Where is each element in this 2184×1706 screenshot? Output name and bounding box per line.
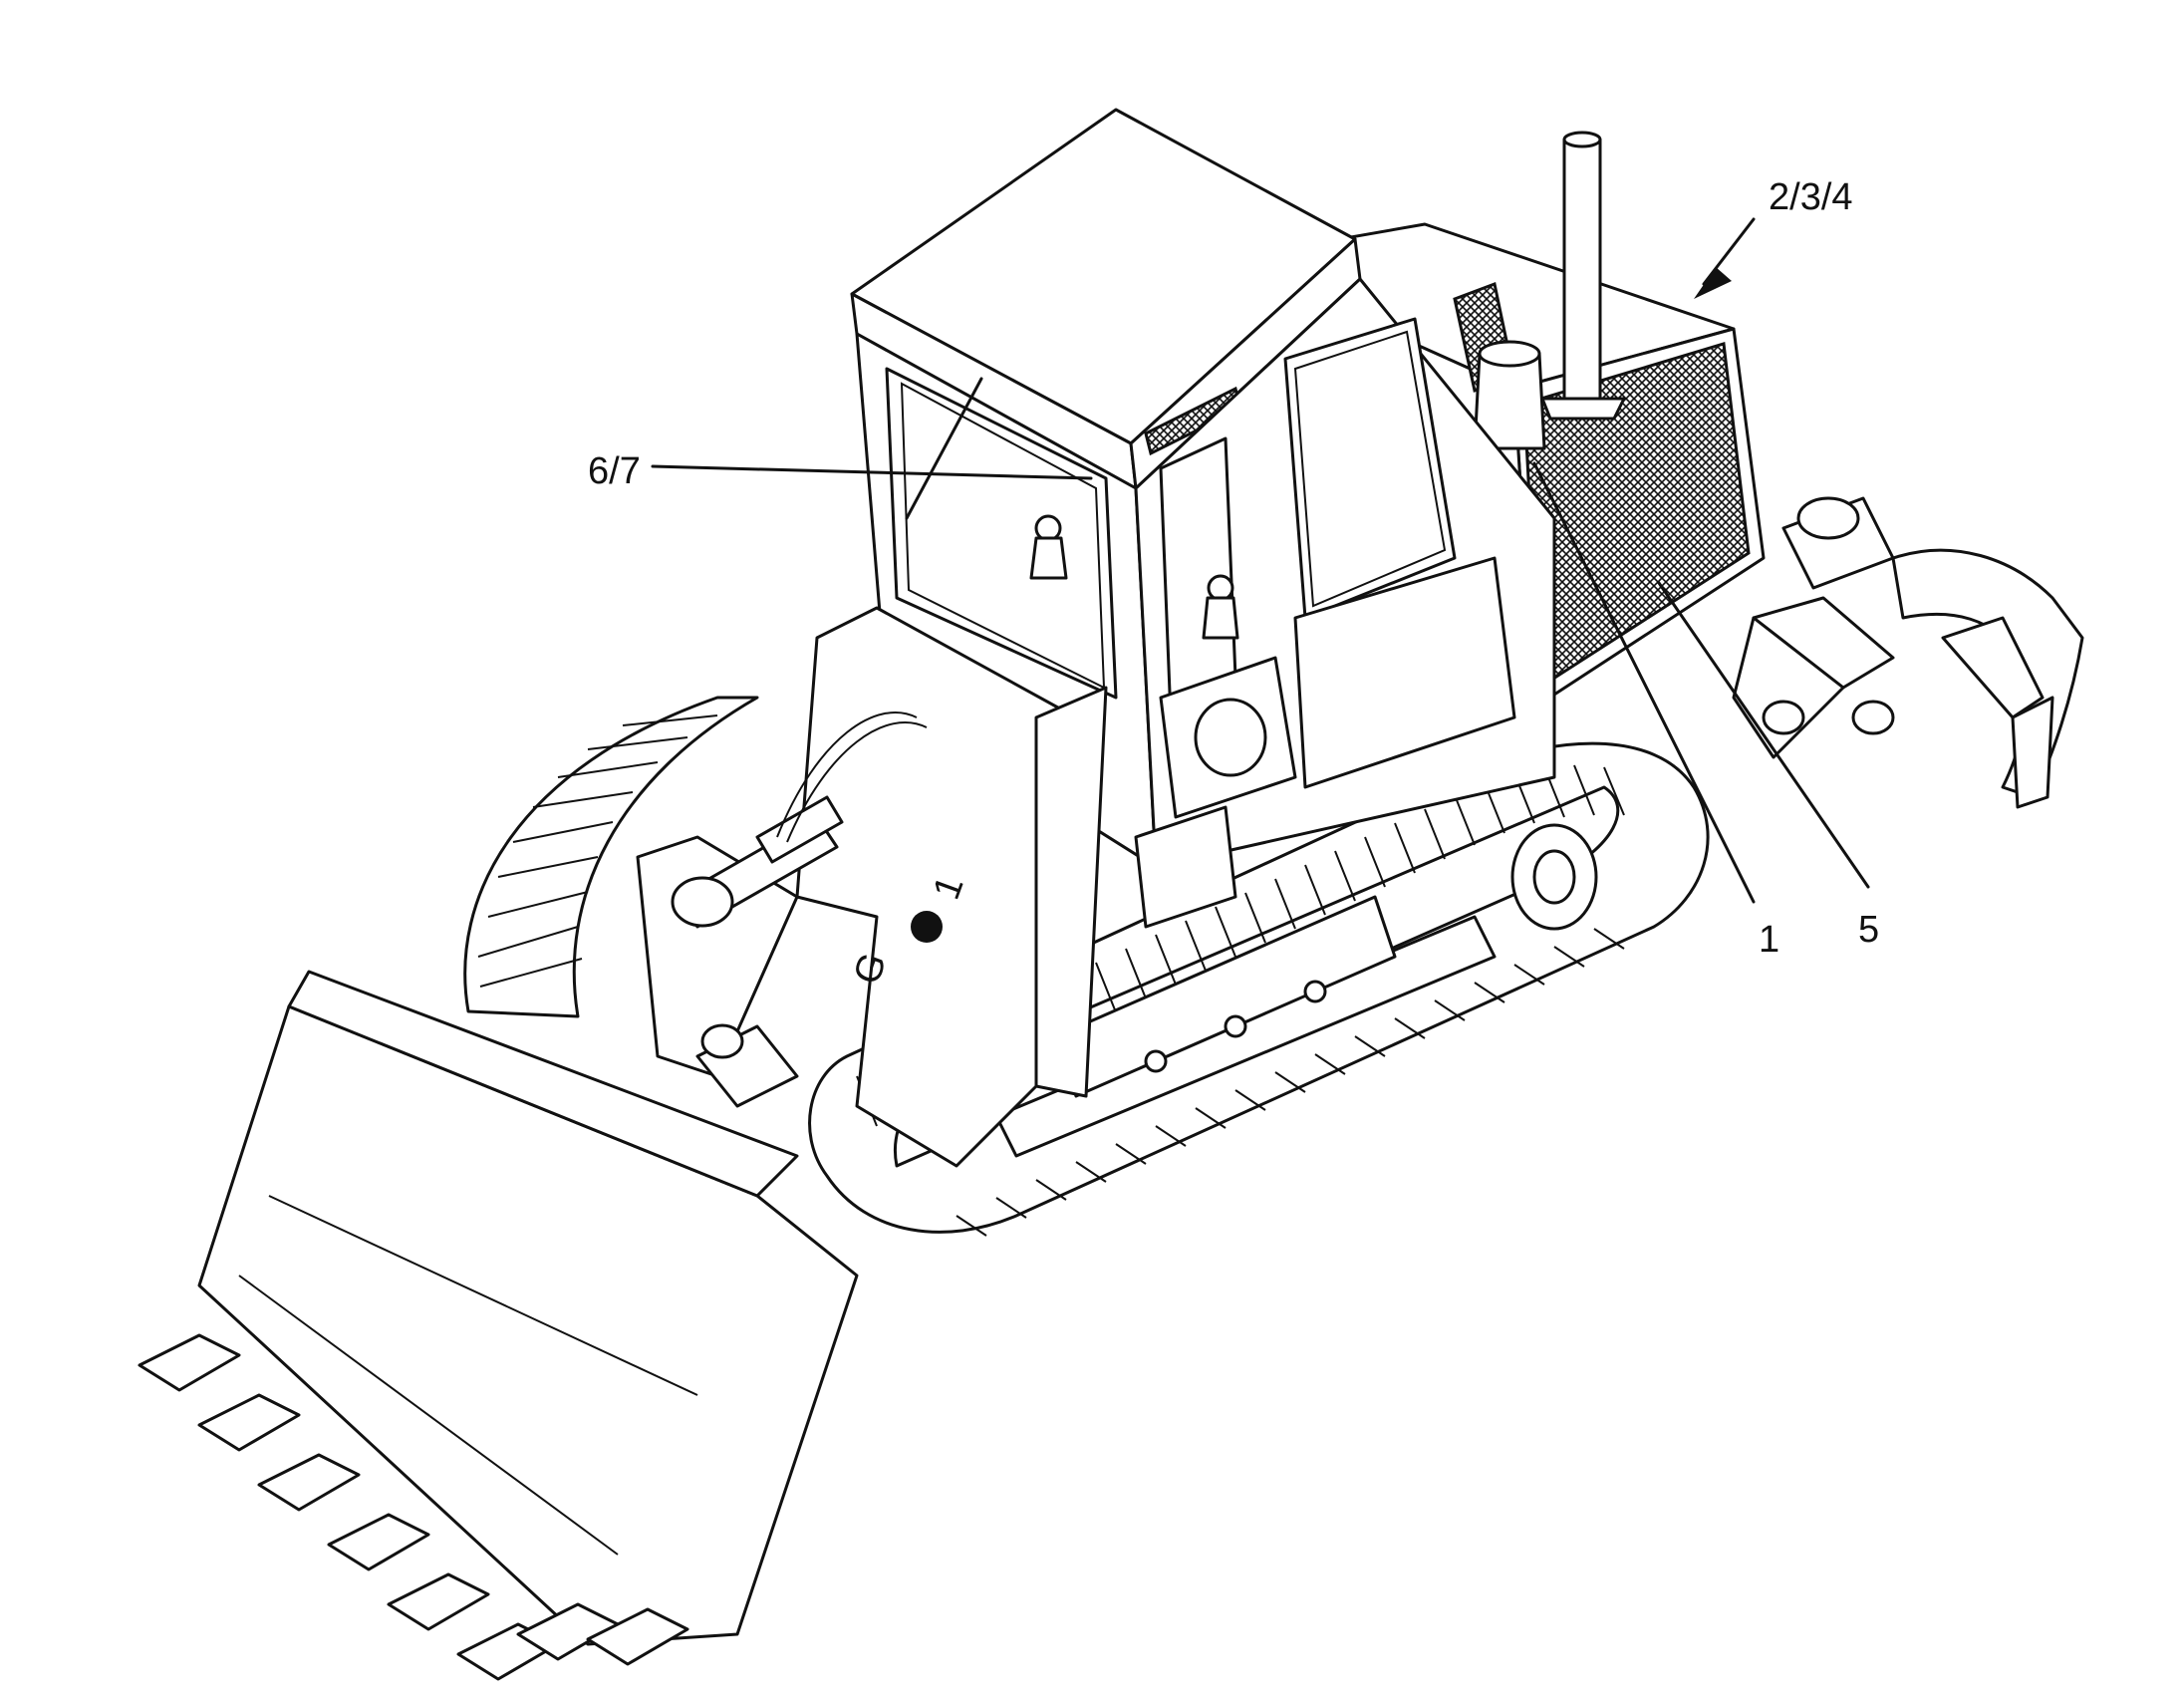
callout-2-3-4: 2/3/4 [1769, 176, 1853, 218]
callouts: 2/3/4 6/7 1 5 [588, 176, 1879, 961]
callout-1: 1 [1759, 919, 1779, 961]
callout-6-7: 6/7 [588, 450, 641, 492]
ripper [1732, 496, 2084, 809]
rear-track [463, 696, 759, 1018]
loader-bucket [137, 970, 859, 1681]
callout-5: 5 [1858, 909, 1879, 951]
badge-dot [911, 911, 943, 943]
bucket-teeth [137, 1333, 689, 1681]
lift-arms: G 1 [636, 606, 1108, 1168]
front-track [808, 741, 1710, 1237]
